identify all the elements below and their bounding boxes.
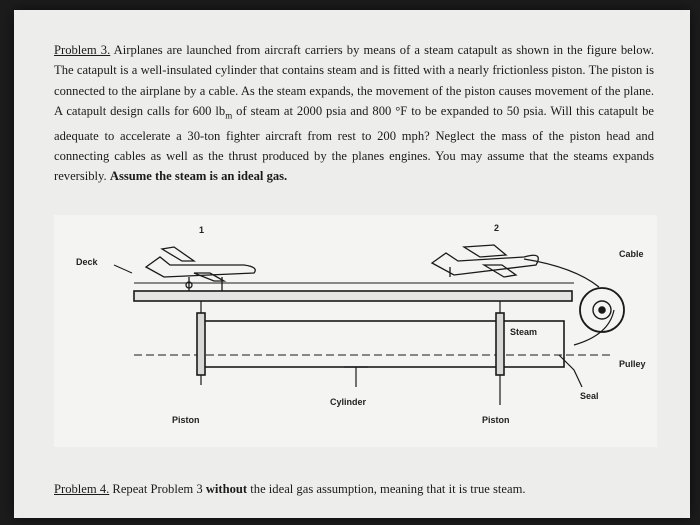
problem-4-bold: without (205, 482, 248, 496)
pulley-outer (579, 287, 625, 333)
label-piston-right: Piston (482, 415, 510, 425)
label-cable: Cable (619, 249, 644, 259)
problem-4-text-1: Repeat Problem 3 (109, 482, 206, 496)
unit-subscript: m (225, 110, 233, 121)
airplane-state-1 (144, 246, 256, 291)
label-piston-left: Piston (172, 415, 200, 425)
problem-3-body: Airplanes are launched from aircraft car… (54, 43, 654, 118)
problem-3-paragraph: Problem 3. Airplanes are launched from a… (54, 40, 654, 187)
label-pulley: Pulley (619, 359, 646, 369)
label-state-1: 1 (199, 225, 205, 235)
catapult-figure: 1 2 Deck Cable Steam Pulley Seal Cylinde… (54, 215, 657, 447)
label-steam: Steam (510, 327, 538, 337)
problem-3-heading: Problem 3. (54, 43, 111, 57)
piston-right (495, 312, 505, 376)
label-cylinder: Cylinder (330, 397, 367, 407)
ideal-gas-assumption: Assume the steam is an ideal gas. (109, 169, 288, 184)
piston-left (196, 312, 206, 376)
problem-4-heading: Problem 4. (54, 482, 110, 496)
seal (558, 354, 583, 388)
airplane-state-2 (430, 244, 539, 278)
label-state-2: 2 (494, 223, 500, 233)
problem-3-body-2: of steam at 2000 psia and 800 °F to be e… (54, 103, 654, 184)
catapult-diagram (113, 244, 625, 405)
label-deck: Deck (76, 257, 98, 267)
problem-4-paragraph: Problem 4. Repeat Problem 3 without the … (54, 482, 674, 497)
deck-slab (133, 290, 573, 302)
document-page: Problem 3. Airplanes are launched from a… (14, 10, 690, 518)
problem-4-text-2: the ideal gas assumption, meaning that i… (247, 482, 526, 496)
cable-top (523, 258, 600, 288)
pulley-inner (592, 300, 612, 320)
label-seal: Seal (580, 391, 599, 401)
